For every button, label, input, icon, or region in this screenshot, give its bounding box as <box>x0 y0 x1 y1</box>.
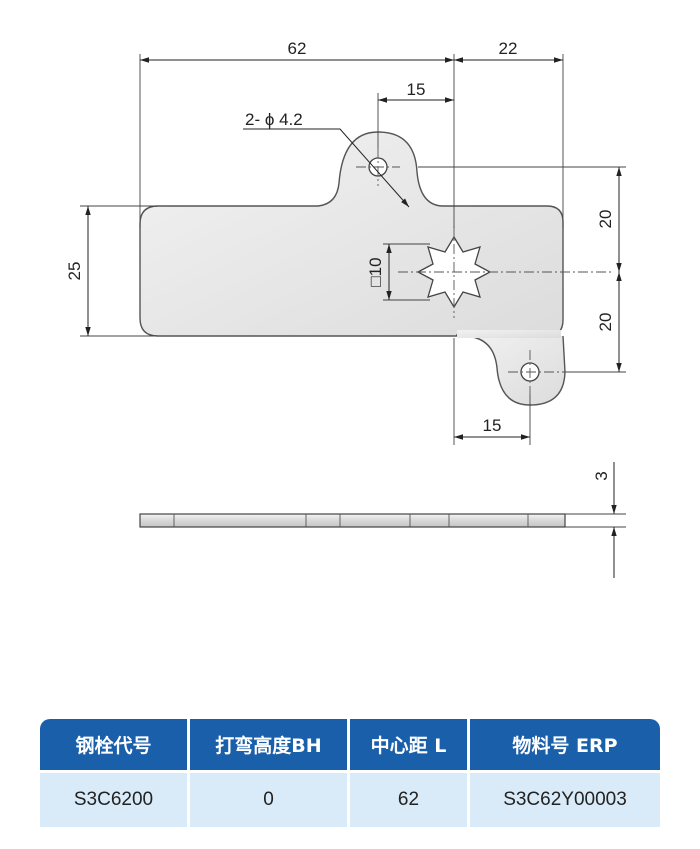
table-row: S3C6200 0 62 S3C62Y00003 <box>40 770 660 827</box>
dim-hole-spec: 2- ϕ 4.2 <box>245 110 303 129</box>
technical-drawing: 62 22 15 2- ϕ 4.2 15 25 20 20 □10 3 <box>65 39 626 578</box>
dim-square-size: □10 <box>366 257 385 286</box>
dim-height-left: 25 <box>65 262 84 281</box>
header-bolt-code: 钢栓代号 <box>40 719 187 770</box>
plate-main <box>139 131 564 337</box>
header-bend-height: 打弯高度BH <box>190 719 347 770</box>
cell-erp-number: S3C62Y00003 <box>470 770 660 827</box>
plate-lower-tab <box>455 334 566 406</box>
dim-right-ext: 22 <box>499 39 518 58</box>
dim-vertical-bottom: 20 <box>596 313 615 332</box>
cell-center-distance: 62 <box>350 770 467 827</box>
spec-table-header: 钢栓代号 打弯高度BH 中心距 L 物料号 ERP <box>40 719 660 770</box>
cell-bolt-code: S3C6200 <box>40 770 187 827</box>
spec-table: 钢栓代号 打弯高度BH 中心距 L 物料号 ERP S3C6200 0 62 S… <box>37 719 663 827</box>
side-view <box>139 513 566 528</box>
dim-hole-offset-bottom: 15 <box>483 416 502 435</box>
dim-thickness: 3 <box>592 471 611 480</box>
cell-bend-height: 0 <box>190 770 347 827</box>
header-erp-number: 物料号 ERP <box>470 719 660 770</box>
dim-vertical-top: 20 <box>596 210 615 229</box>
dim-hole-offset-top: 15 <box>407 80 426 99</box>
dim-overall-length: 62 <box>288 39 307 58</box>
header-center-distance: 中心距 L <box>350 719 467 770</box>
